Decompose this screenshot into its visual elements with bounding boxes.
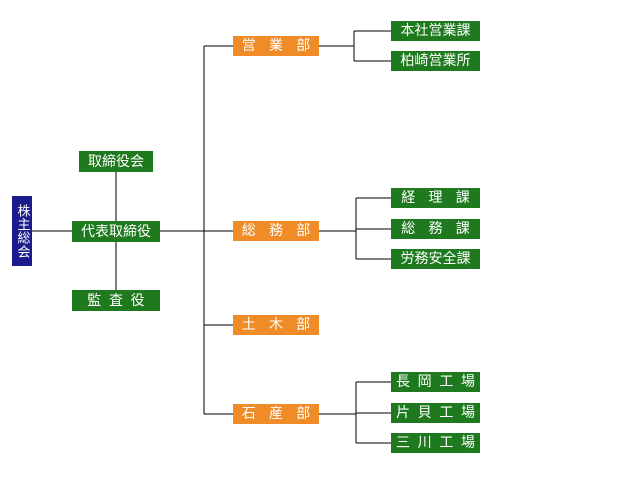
auditor-box: 監査役 (72, 290, 160, 311)
accounting-section-box: 経理課 (391, 188, 480, 208)
board-of-directors-box: 取締役会 (79, 151, 153, 172)
nagaoka-factory-box: 長岡工場 (391, 372, 480, 392)
head-office-sales-section-box: 本社営業課 (391, 21, 480, 41)
katakai-factory-box: 片貝工場 (391, 403, 480, 423)
general-affairs-section-box: 総務課 (391, 219, 480, 239)
kashiwazaki-sales-office-box: 柏崎営業所 (391, 51, 480, 71)
representative-director-box: 代表取締役 (72, 221, 160, 242)
stone-production-department-box: 石産部 (233, 404, 319, 424)
labor-safety-section-box: 労務安全課 (391, 249, 480, 269)
civil-engineering-department-box: 土木部 (233, 315, 319, 335)
general-affairs-department-box: 総務部 (233, 221, 319, 241)
sales-department-box: 営業部 (233, 36, 319, 56)
shareholders-meeting-box: 株主総会 (12, 196, 32, 266)
mikawa-factory-box: 三川工場 (391, 433, 480, 453)
